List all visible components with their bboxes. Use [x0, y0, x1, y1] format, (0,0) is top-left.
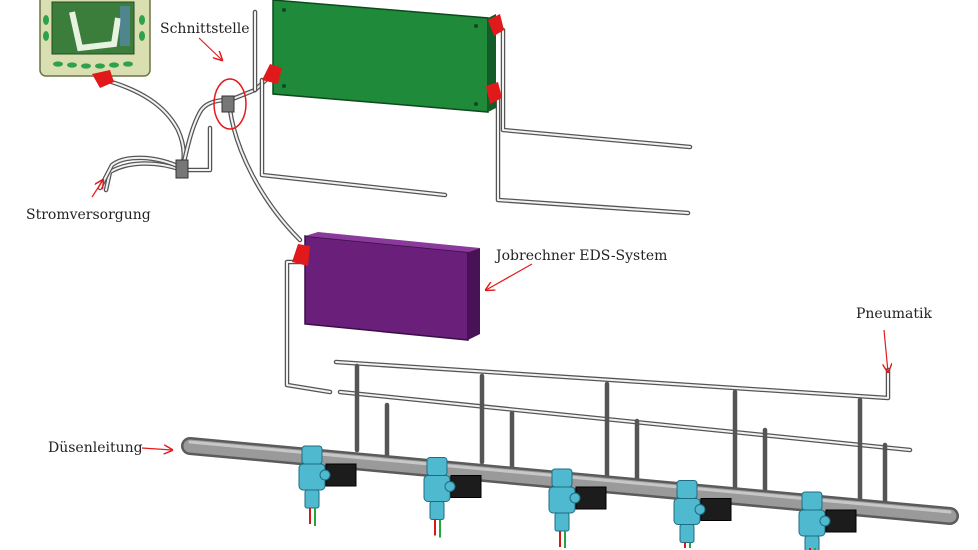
terminal-buttons: [43, 15, 145, 69]
nozzle-unit: [423, 457, 482, 538]
nozzle-port: [694, 504, 706, 515]
nozzle-unit: [798, 491, 857, 550]
nozzle-tip: [804, 535, 820, 550]
controller-box: [262, 0, 504, 113]
label-pneumatik: Pneumatik: [856, 306, 932, 322]
label-jobrechner: Jobrechner EDS-System: [494, 248, 667, 264]
label-stromversorgung: Stromversorgung: [26, 207, 151, 223]
nozzle-unit: [548, 468, 607, 548]
nozzle-clamp: [426, 457, 448, 476]
nozzle-unit: [298, 445, 357, 526]
nozzle-units: [298, 445, 857, 550]
nozzle-port: [444, 481, 456, 492]
jobrechner-box: [292, 232, 480, 341]
label-duesenleitung: Düsenleitung: [48, 440, 143, 456]
nozzle-port: [819, 515, 831, 527]
nozzle-tip: [554, 512, 570, 532]
terminal-device: [39, 0, 151, 88]
label-schnittstelle: Schnittstelle: [160, 21, 250, 37]
nozzle-tip: [429, 501, 445, 520]
nozzle-tip: [679, 524, 695, 543]
annotation-arrows: [91, 37, 888, 450]
nozzle-clamp: [301, 445, 323, 465]
interface-connector: [175, 78, 247, 179]
nozzle-port: [569, 492, 581, 504]
nozzle-clamp: [676, 480, 698, 499]
nozzle-unit: [673, 480, 732, 548]
nozzle-port: [319, 469, 331, 481]
nozzle-tip: [304, 489, 320, 509]
nozzle-clamp: [551, 468, 573, 488]
nozzle-clamp: [801, 491, 823, 511]
